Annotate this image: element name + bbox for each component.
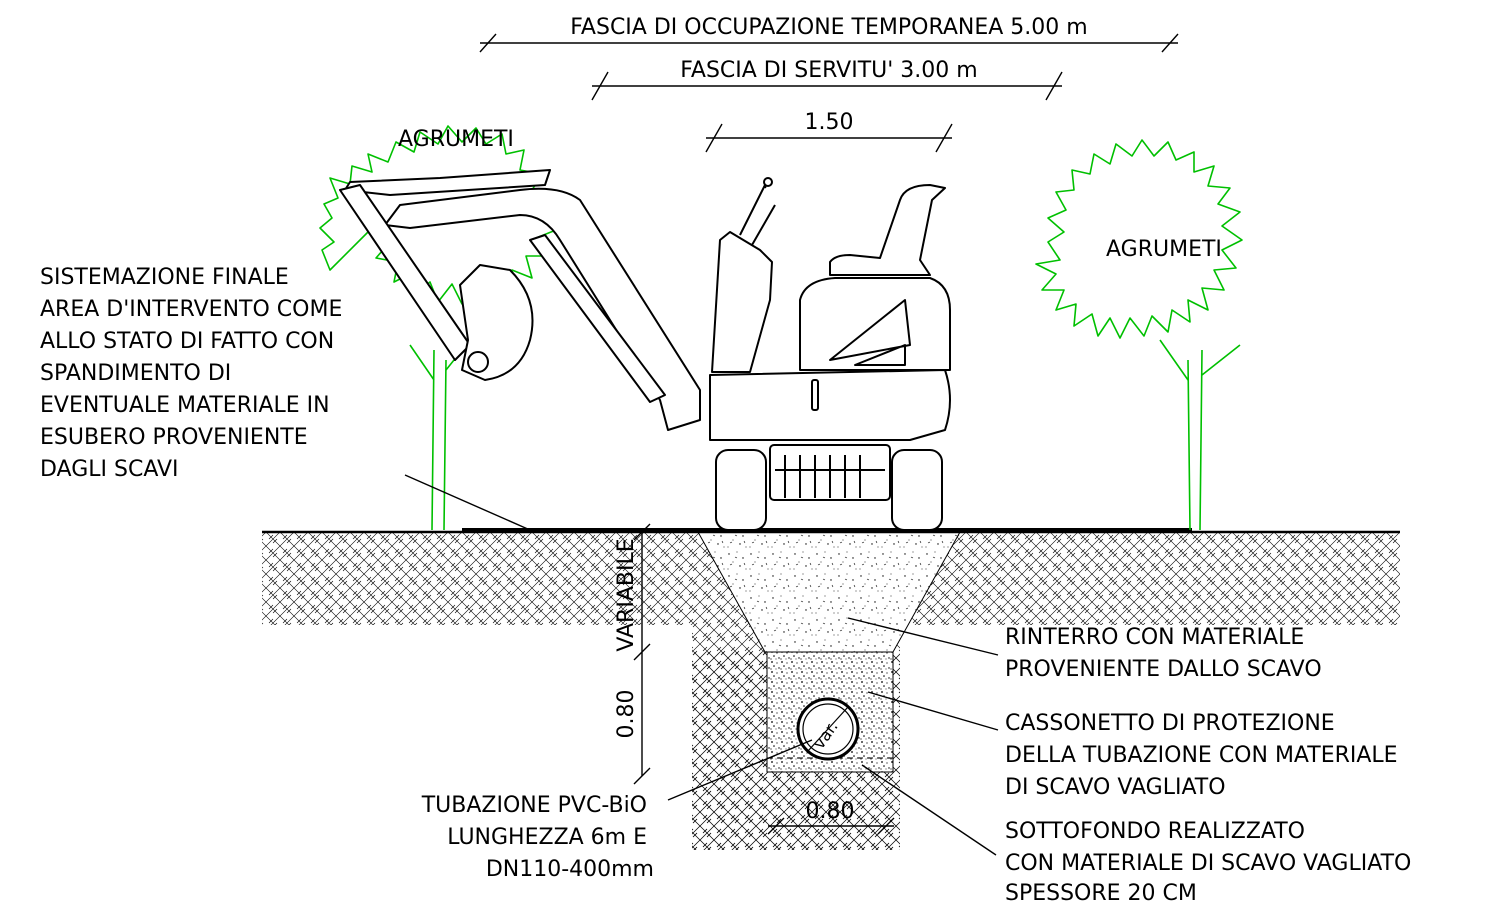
mini-excavator	[339, 169, 951, 531]
dimension-lines	[479, 33, 1179, 835]
leader-subbase	[861, 764, 997, 856]
backfill-texture	[698, 532, 960, 652]
seat	[829, 184, 946, 276]
trench-width-label: 0.80	[806, 799, 855, 824]
control-tower	[711, 231, 773, 373]
leader-final-arrangement	[404, 474, 531, 531]
boom-cylinder	[529, 234, 666, 403]
depth-variable-label: VARIABILE	[614, 538, 639, 651]
upper-body	[709, 369, 951, 441]
control-levers	[739, 179, 776, 246]
soil-section	[262, 528, 1400, 850]
temporary-band-label: FASCIA DI OCCUPAZIONE TEMPORANEA 5.00 m	[570, 15, 1087, 40]
servitude-band-label: FASCIA DI SERVITU' 3.00 m	[680, 58, 977, 83]
note-backfill: RINTERRO CON MATERIALE PROVENIENTE DALLO…	[1005, 625, 1322, 682]
top-width-label: 1.50	[805, 110, 854, 135]
note-subbase: SOTTOFONDO REALIZZATO CON MATERIALE DI S…	[1005, 819, 1418, 903]
track-left	[715, 449, 767, 531]
tree-left-label: AGRUMETI	[398, 127, 514, 152]
lever-knob	[763, 177, 773, 187]
tree-left-trunk	[409, 339, 471, 531]
tree-right-trunk	[1159, 339, 1241, 531]
note-final-arrangement: SISTEMAZIONE FINALE AREA D'INTERVENTO CO…	[40, 265, 349, 482]
pipe-inner	[802, 703, 854, 755]
leader-pipe	[667, 739, 813, 801]
tree-labels: AGRUMETI AGRUMETI	[398, 127, 1222, 262]
note-pipe: TUBAZIONE PVC-BiO LUNGHEZZA 6m E DN110-4…	[421, 793, 654, 882]
undercarriage-frame	[775, 455, 885, 498]
boom	[384, 187, 701, 431]
bucket-pin	[467, 351, 489, 373]
dimension-labels: FASCIA DI OCCUPAZIONE TEMPORANEA 5.00 m …	[570, 15, 1087, 824]
leader-backfill	[847, 617, 999, 656]
note-protection-bed: CASSONETTO DI PROTEZIONE DELLA TUBAZIONE…	[1005, 711, 1405, 800]
leader-lines	[404, 474, 999, 856]
arm	[344, 169, 551, 196]
dozer-mark	[811, 379, 819, 411]
cover-window	[829, 299, 911, 366]
tree-right-label: AGRUMETI	[1106, 237, 1222, 262]
pipe: var.	[796, 697, 860, 761]
tree-right	[1035, 139, 1243, 531]
tree-right-canopy	[1035, 139, 1243, 339]
depth-fixed-label: 0.80	[614, 690, 639, 739]
pipe-diameter-line	[807, 706, 849, 752]
leader-protection-bed	[867, 691, 999, 731]
track-right	[891, 449, 943, 531]
